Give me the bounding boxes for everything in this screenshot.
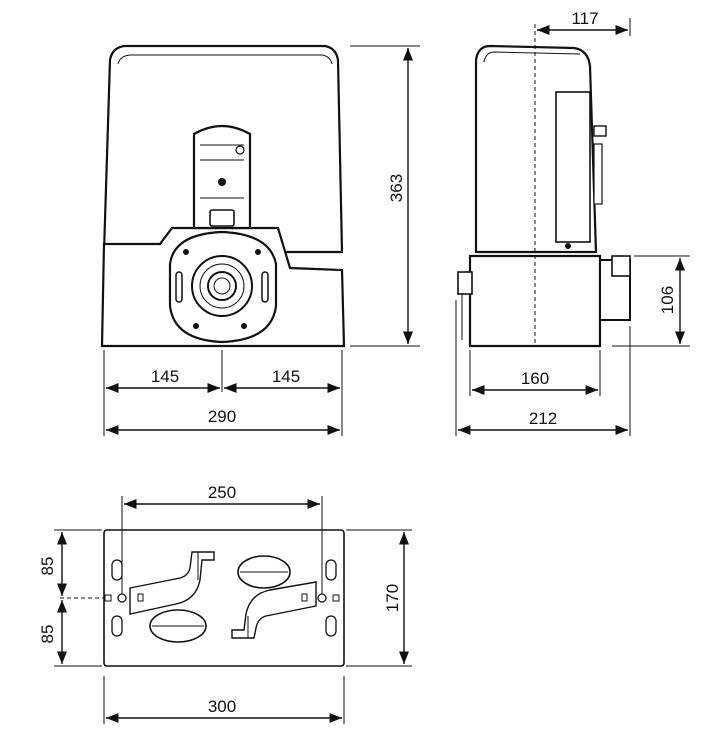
mounting-hole-icon	[317, 593, 327, 603]
right-bracket	[231, 581, 317, 639]
slot-icon	[111, 615, 123, 637]
dim-side-top-offset: 117	[571, 9, 598, 28]
mounting-hole-icon	[117, 593, 127, 603]
dim-plate-width: 300	[208, 697, 236, 716]
limit-switch	[209, 209, 235, 227]
dim-hole-spacing: 250	[208, 483, 236, 502]
dim-lower-half: 85	[38, 625, 57, 644]
dim-side-base-height: 106	[658, 286, 677, 314]
side-panel	[555, 91, 591, 243]
dim-side-base-depth: 160	[521, 369, 549, 388]
dim-side-total-depth: 212	[529, 409, 557, 428]
dim-upper-half: 85	[38, 557, 57, 576]
slot-icon	[111, 559, 123, 581]
dim-front-total-width: 290	[208, 407, 236, 426]
dim-front-height: 363	[387, 174, 406, 202]
dim-front-right-half: 145	[272, 367, 300, 386]
dim-front-left-half: 145	[151, 367, 179, 386]
dim-plate-height: 170	[383, 584, 402, 612]
base-plate-view: 250 85 85 170 300	[38, 483, 412, 724]
column-screw-icon	[218, 178, 226, 186]
slot-icon	[325, 559, 337, 581]
side-view: 117 106 160 212	[455, 9, 690, 436]
slot-icon	[325, 615, 337, 637]
left-bracket	[129, 551, 215, 615]
cover-inner-edge	[117, 54, 333, 65]
front-view: 145 145 290 363	[100, 44, 420, 436]
